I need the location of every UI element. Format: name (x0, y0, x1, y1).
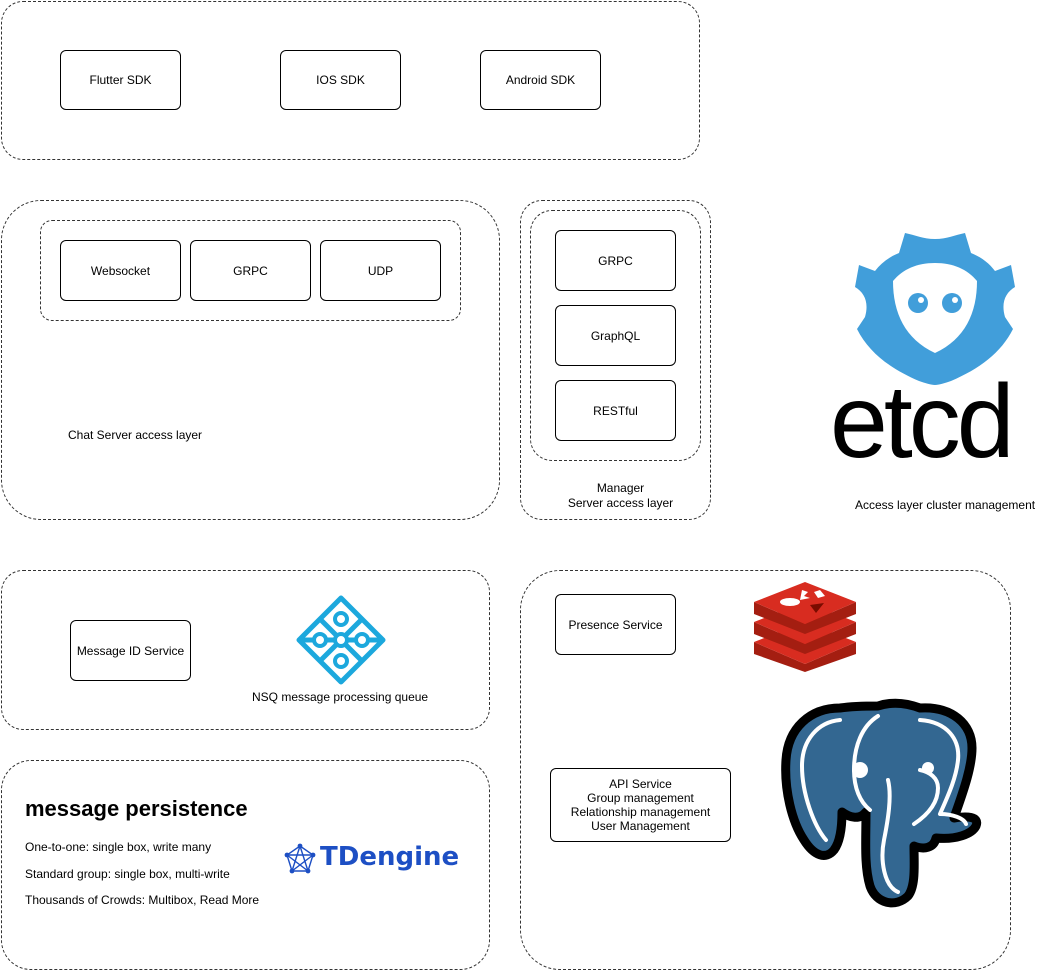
nsq-caption: NSQ message processing queue (252, 690, 429, 704)
api-service-line2: Group management (587, 791, 694, 805)
postgresql-icon (781, 698, 982, 908)
flutter-sdk-box: Flutter SDK (60, 50, 181, 110)
chat-protocol-group (40, 220, 461, 321)
nsq-icon (296, 595, 386, 685)
chat-server-group (1, 200, 500, 520)
etcd-icon (855, 233, 1015, 385)
redis-icon (754, 582, 856, 672)
api-service-line3: Relationship management (570, 805, 711, 819)
message-id-service-box: Message ID Service (70, 620, 191, 681)
manager-caption-line1: Manager (596, 481, 645, 495)
manager-caption-line2: Server access layer (567, 496, 674, 510)
android-sdk-box: Android SDK (480, 50, 601, 110)
sdk-group (1, 1, 700, 160)
manager-group (520, 200, 711, 520)
udp-box: UDP (320, 240, 441, 301)
manager-grpc-box: GRPC (555, 230, 676, 291)
persistence-title: message persistence (25, 796, 248, 821)
api-service-line4: User Management (591, 819, 690, 833)
ios-sdk-box: IOS SDK (280, 50, 401, 110)
tdengine-icon (284, 843, 316, 874)
api-service-line1: API Service (609, 777, 672, 791)
api-service-box: API Service Group management Relationshi… (550, 768, 731, 842)
services-group (520, 570, 1011, 970)
persistence-line-1: One-to-one: single box, write many (25, 840, 212, 854)
manager-protocol-group (530, 210, 701, 461)
chat-server-caption: Chat Server access layer (68, 428, 203, 442)
persistence-line-3: Thousands of Crowds: Multibox, Read More (25, 893, 260, 907)
etcd-caption: Access layer cluster management (855, 498, 1036, 512)
presence-service-box: Presence Service (555, 594, 676, 655)
chat-grpc-box: GRPC (190, 240, 311, 301)
websocket-box: Websocket (60, 240, 181, 301)
tdengine-logo-text: TDengine (320, 842, 460, 872)
etcd-logo-text: etcd (830, 364, 1015, 480)
message-group (1, 570, 490, 730)
graphql-box: GraphQL (555, 305, 676, 366)
persistence-line-2: Standard group: single box, multi-write (25, 867, 230, 881)
persistence-group (1, 760, 490, 970)
manager-caption: Manager Server access layer (550, 481, 691, 511)
restful-box: RESTful (555, 380, 676, 441)
